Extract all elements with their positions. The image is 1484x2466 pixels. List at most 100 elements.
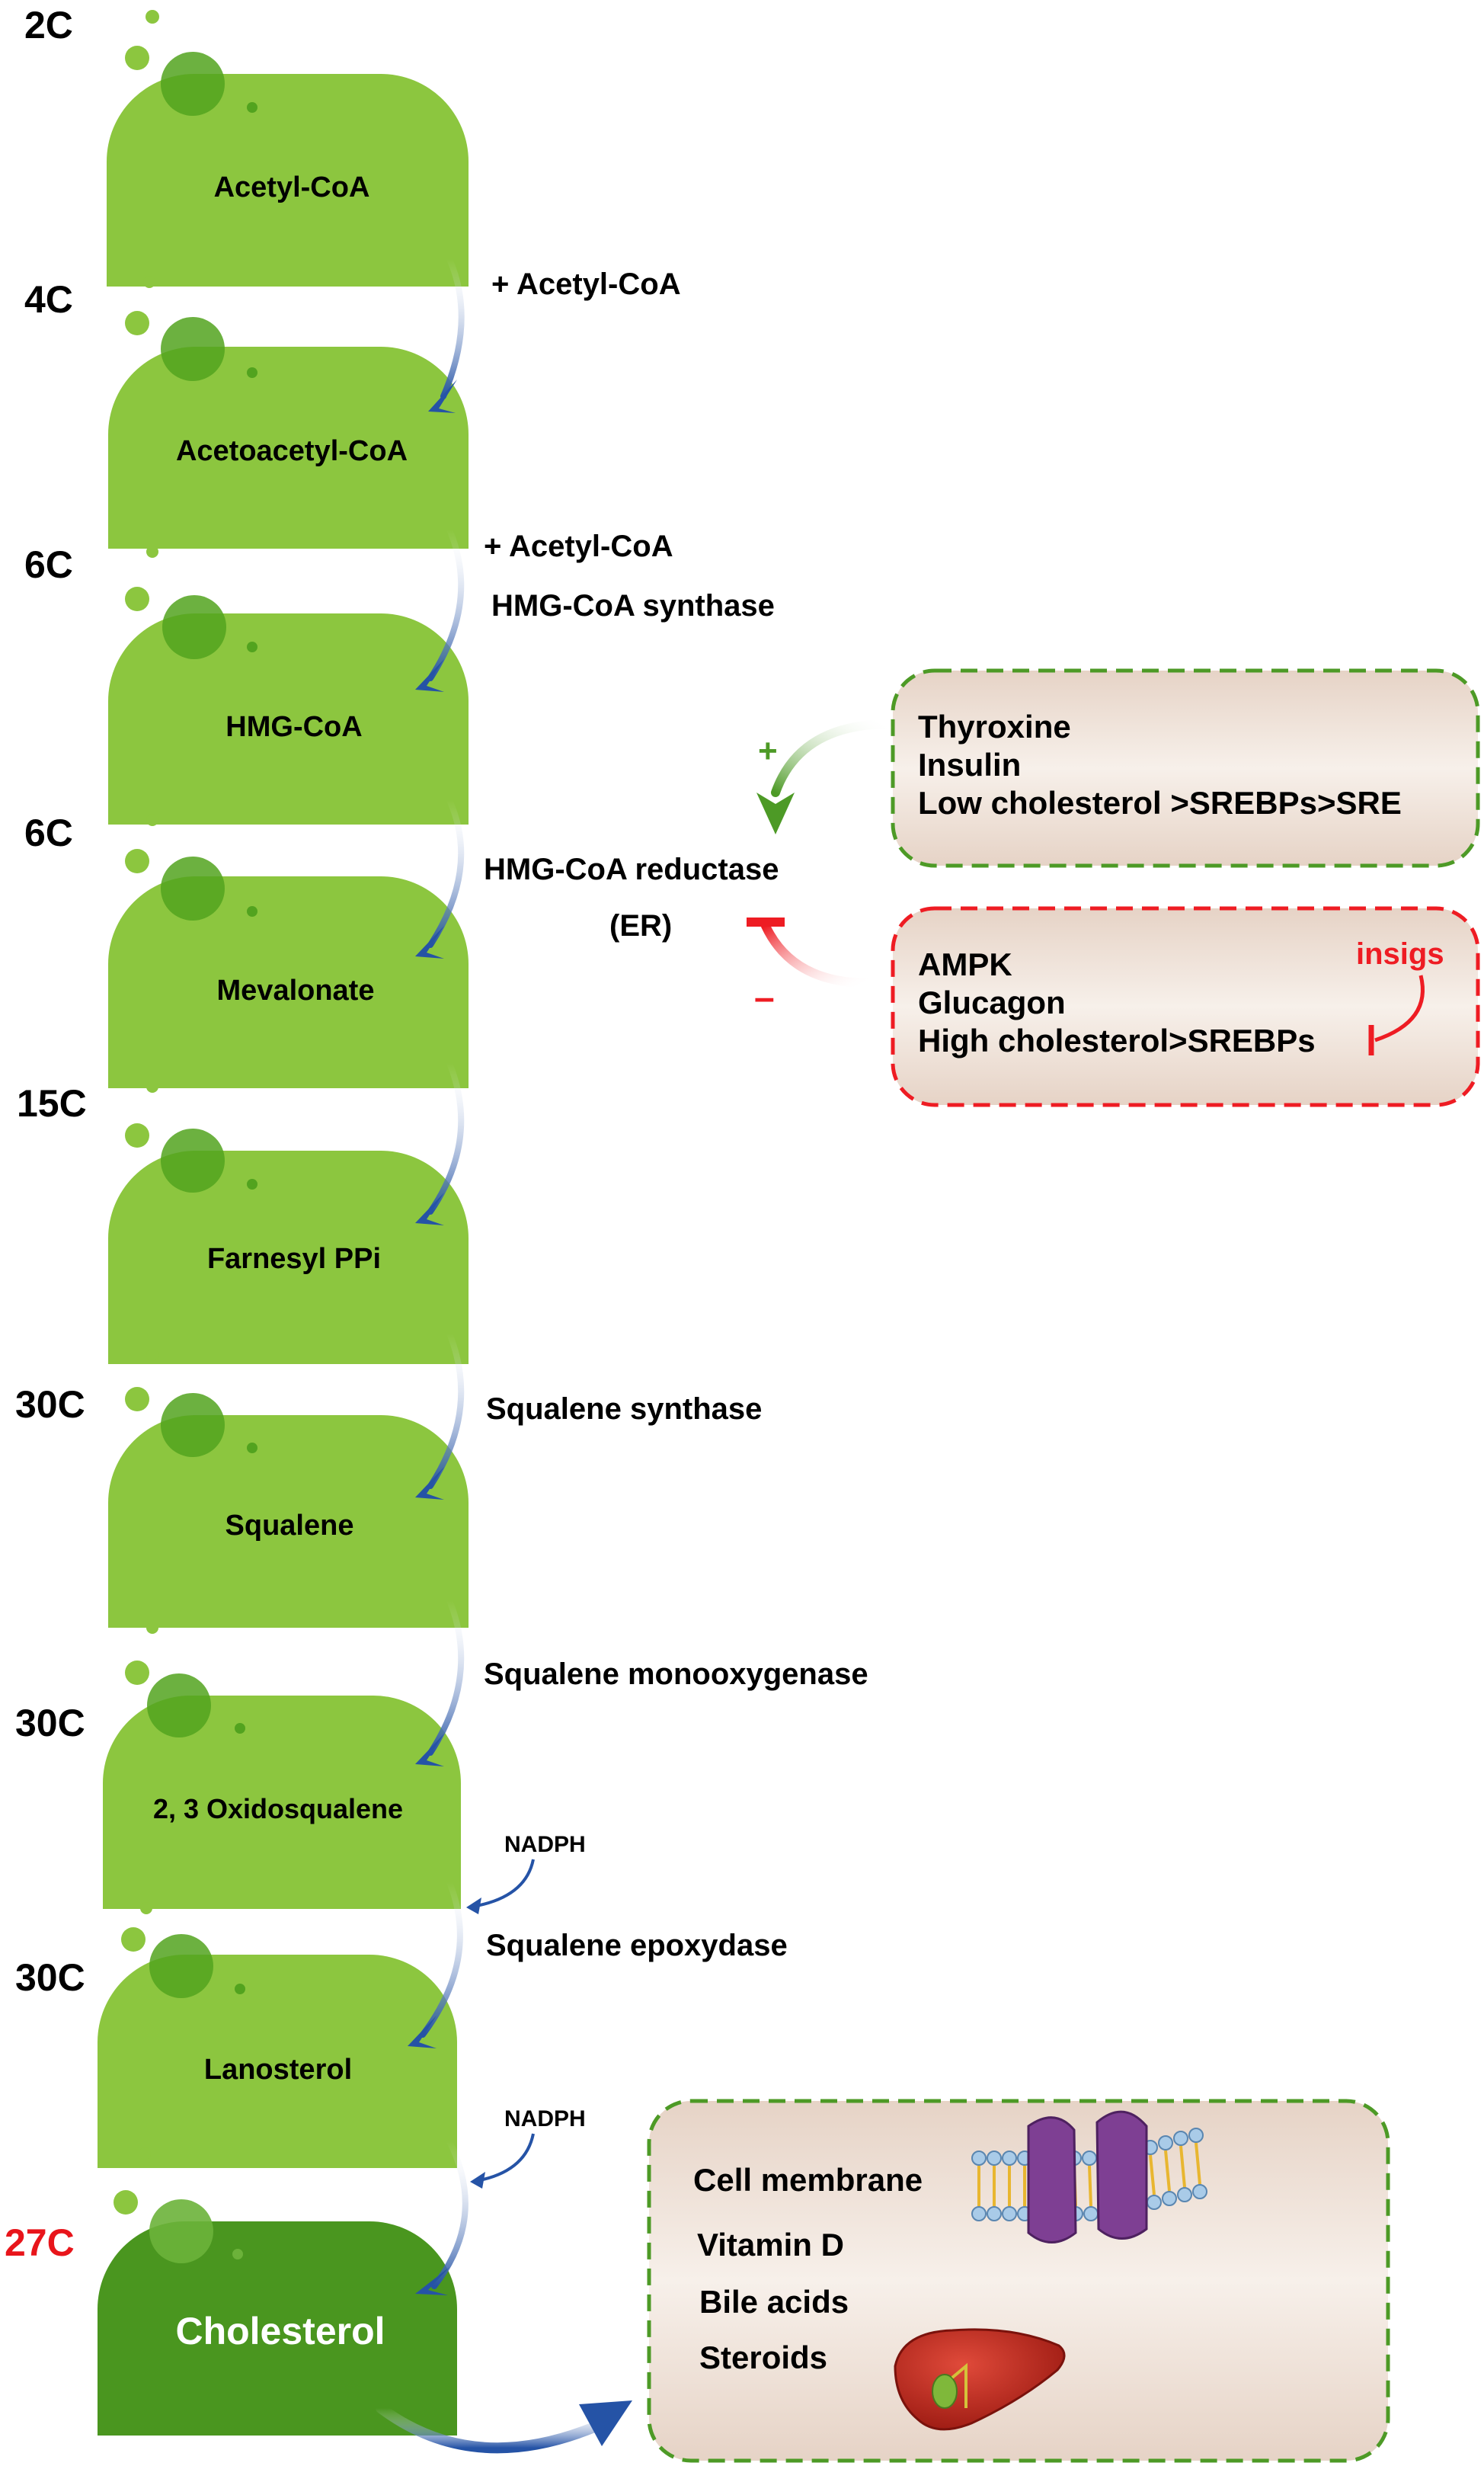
bubble xyxy=(146,1349,158,1361)
activators-box: Thyroxine Insulin Low cholesterol >SREBP… xyxy=(891,668,1480,868)
insigs-label: insigs xyxy=(1356,937,1444,971)
activator-item: Insulin xyxy=(918,747,1021,783)
transition-5: Squalene synthase xyxy=(486,1392,762,1426)
bubble xyxy=(125,311,149,335)
gallbladder xyxy=(932,2374,958,2409)
arrowhead xyxy=(415,926,444,959)
step-shape xyxy=(98,1955,457,2168)
transition-7: Squalene epoxydase xyxy=(486,1929,788,1962)
inhibition-arrow-curve xyxy=(761,921,873,988)
carbon-count: 27C xyxy=(5,2221,75,2264)
step-acetoacetyl-coa: Acetoacetyl-CoA 4C xyxy=(24,278,469,558)
activator-item: Thyroxine xyxy=(918,709,1071,745)
use-item: Vitamin D xyxy=(697,2227,844,2263)
arrowhead xyxy=(415,659,444,692)
bubble xyxy=(247,1443,257,1453)
step-shape xyxy=(98,2221,457,2436)
bubble xyxy=(161,1129,225,1193)
carbon-count: 15C xyxy=(17,1082,87,1125)
bubble xyxy=(247,642,257,652)
bubble xyxy=(146,546,158,558)
bubble xyxy=(125,1123,149,1148)
step-label: Squalene xyxy=(225,1510,354,1542)
activator-item: Low cholesterol >SREBPs>SRE xyxy=(918,785,1402,821)
membrane-protein-2 xyxy=(1095,2110,1148,2240)
step-hmg-coa: HMG-CoA 6C xyxy=(24,543,469,826)
activation-arrow-curve xyxy=(771,719,894,797)
arrow-4 xyxy=(427,1060,465,1215)
arrowhead xyxy=(428,380,457,413)
bubble xyxy=(161,52,225,116)
step-oxidosqualene: 2, 3 Oxidosqualene 30C xyxy=(15,1661,461,1914)
inhibitors-box-frame xyxy=(891,906,1480,1107)
step-label: Acetyl-CoA xyxy=(214,171,370,203)
bubble xyxy=(143,276,155,288)
arrow-1 xyxy=(440,256,465,399)
inhibitors-box: AMPK Glucagon High cholesterol>SREBPs in… xyxy=(891,906,1480,1107)
carbon-count: 30C xyxy=(15,1702,85,1744)
step-label: Farnesyl PPi xyxy=(207,1243,381,1275)
carbon-count: 30C xyxy=(15,1383,85,1426)
bubble xyxy=(149,2199,213,2263)
nadph-2: NADPH xyxy=(504,2106,586,2131)
bubble xyxy=(125,849,149,873)
transition-6: Squalene monooxygenase xyxy=(484,1657,868,1691)
bubble xyxy=(247,367,257,378)
step-shape xyxy=(108,1151,469,1364)
bubble xyxy=(161,317,225,381)
arrowhead xyxy=(415,1734,444,1766)
bubble xyxy=(161,1393,225,1457)
carbon-count: 6C xyxy=(24,812,73,854)
carbon-count: 30C xyxy=(15,1956,85,1999)
step-lanosterol: Lanosterol 30C xyxy=(15,1927,457,2168)
bubble xyxy=(235,1723,245,1734)
bubble xyxy=(125,587,149,611)
lipid-heads-top xyxy=(971,2128,1204,2166)
arrowhead xyxy=(415,2267,449,2295)
step-shape xyxy=(108,613,469,825)
bubble xyxy=(125,1387,149,1411)
uses-arrow xyxy=(376,2400,632,2454)
bubble xyxy=(125,1661,149,1685)
arrowhead xyxy=(415,1193,444,1225)
step-shape xyxy=(108,1415,469,1628)
step-label: 2, 3 Oxidosqualene xyxy=(153,1793,403,1824)
transition-2b: HMG-CoA synthase xyxy=(491,589,775,623)
arrow-7 xyxy=(420,1879,463,2038)
bubble xyxy=(149,1934,213,1998)
transition-3b: (ER) xyxy=(609,909,672,943)
bile-duct xyxy=(951,2362,967,2408)
step-mevalonate: Mevalonate 6C xyxy=(24,812,469,1093)
step-shape xyxy=(108,876,469,1088)
bubble xyxy=(146,10,159,24)
bubble xyxy=(139,2147,151,2160)
bubble xyxy=(140,1902,152,1914)
use-item: Cell membrane xyxy=(693,2162,923,2198)
bubble xyxy=(162,595,226,659)
bubble xyxy=(247,1179,257,1190)
use-item: Bile acids xyxy=(699,2284,849,2320)
bubble xyxy=(146,1081,158,1093)
arrowhead xyxy=(470,2172,485,2189)
bubble xyxy=(235,1984,245,1994)
inhibition-sign: – xyxy=(754,978,775,1018)
bubble xyxy=(121,1927,146,1952)
carbon-count: 4C xyxy=(24,278,73,321)
use-item: Steroids xyxy=(699,2339,827,2375)
nadph-arrows xyxy=(472,1859,535,2183)
bubble xyxy=(146,1622,158,1634)
inhibitor-item: High cholesterol>SREBPs xyxy=(918,1023,1316,1058)
nadph-arrow-1 xyxy=(472,1859,535,1908)
step-farnesyl-ppi: Farnesyl PPi 15C xyxy=(17,1082,469,1364)
step-shape xyxy=(108,347,469,549)
step-acetyl-coa: Acetyl-CoA 2C xyxy=(24,4,469,288)
carbon-count: 2C xyxy=(24,4,73,46)
bubble xyxy=(247,102,257,113)
step-shape xyxy=(107,74,469,287)
inhibition-arrow: – xyxy=(747,918,873,1018)
step-label: Cholesterol xyxy=(175,2310,385,2352)
step-label: HMG-CoA xyxy=(225,711,362,743)
activation-sign: + xyxy=(758,732,778,770)
arrowhead xyxy=(408,2016,437,2048)
